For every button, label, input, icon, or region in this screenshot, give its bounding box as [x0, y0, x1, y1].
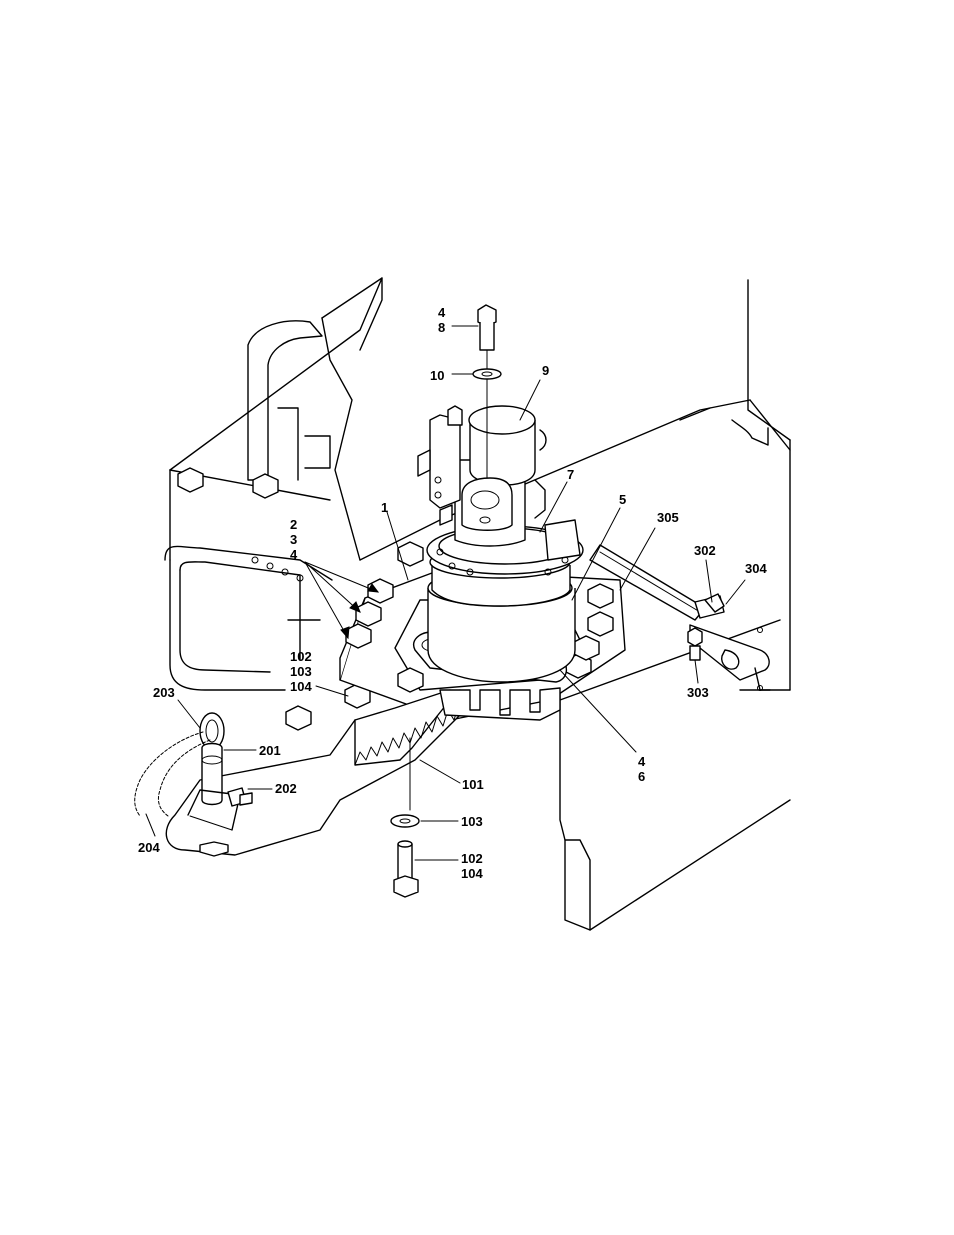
callout-2: 2 [290, 517, 297, 532]
callout-10: 10 [430, 368, 444, 383]
callout-103-upper: 103 [290, 664, 312, 679]
callout-201: 201 [259, 743, 281, 758]
callout-204: 204 [138, 840, 160, 855]
callout-302: 302 [694, 543, 716, 558]
callout-305: 305 [657, 510, 679, 525]
callout-102-upper: 102 [290, 649, 312, 664]
rack-gear-arm [166, 688, 560, 855]
callout-103-lower: 103 [461, 814, 483, 829]
callout-6: 6 [638, 769, 645, 784]
callout-3: 3 [290, 532, 297, 547]
callout-203: 203 [153, 685, 175, 700]
callout-4-right: 4 [638, 754, 646, 769]
drive-motor-assembly [418, 406, 583, 682]
frame-bolts [178, 468, 370, 730]
callout-5: 5 [619, 492, 626, 507]
callout-1: 1 [381, 500, 388, 515]
callout-104-lower: 104 [461, 866, 483, 881]
callout-304: 304 [745, 561, 767, 576]
callout-104-upper: 104 [290, 679, 312, 694]
callout-4-left: 4 [290, 547, 298, 562]
callout-202: 202 [275, 781, 297, 796]
callout-303: 303 [687, 685, 709, 700]
callout-4-top: 4 [438, 305, 446, 320]
callout-9: 9 [542, 363, 549, 378]
callout-8: 8 [438, 320, 445, 335]
callout-7: 7 [567, 467, 574, 482]
callout-101: 101 [462, 777, 484, 792]
callout-102-lower: 102 [461, 851, 483, 866]
